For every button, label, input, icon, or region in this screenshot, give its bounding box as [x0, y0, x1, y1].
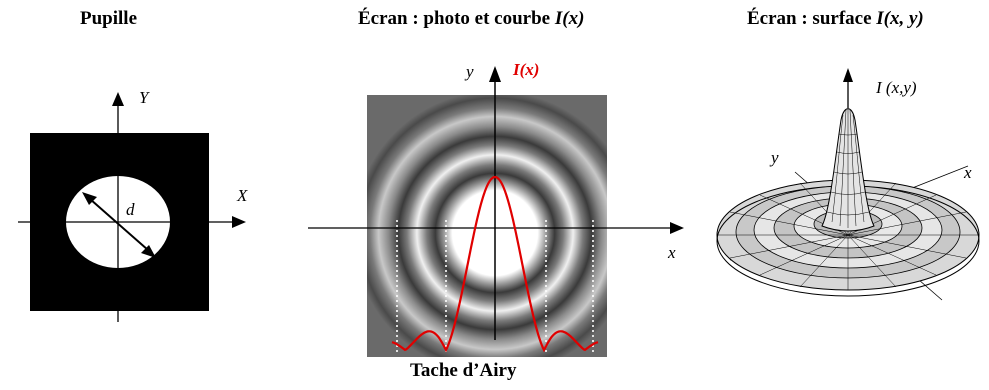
surface-z-arrowhead [843, 68, 853, 82]
pupil-diameter-line [89, 198, 149, 251]
screen-y-label: y [466, 62, 474, 81]
intensity-curve [391, 175, 599, 353]
screen-title-function: I(x) [554, 8, 585, 29]
airy-diagram [308, 66, 684, 357]
pupil-x-label: X [237, 186, 248, 205]
pupil-y-arrowhead [112, 92, 124, 106]
pupil-diameter-arrowhead-end [141, 245, 156, 258]
airy-surface [716, 68, 980, 301]
pupil-title: Pupille [80, 8, 138, 29]
screen-curve-label: I(x) [513, 60, 540, 79]
pupil-x-arrowhead [232, 216, 246, 228]
screen-x-label: x [668, 243, 676, 262]
pupil-diameter-arrowhead-start [82, 192, 97, 205]
surface-z-label: I (x,y) [876, 78, 917, 97]
screen-title-prefix: Écran : photo et courbe [358, 8, 551, 29]
screen-y-arrowhead [489, 66, 501, 82]
surface-x-label: x [964, 163, 972, 182]
surface-central-peak [821, 108, 875, 232]
surface-y-label: y [771, 148, 779, 167]
screen-panel [300, 50, 690, 360]
surface-title-prefix: Écran : surface [747, 8, 872, 29]
pupil-y-label: Y [139, 88, 149, 107]
airy-pattern [367, 95, 607, 357]
screen-x-arrowhead [670, 222, 684, 234]
pupil-diagram [18, 92, 246, 322]
pupil-panel [0, 0, 280, 340]
surface-title-function: I(x, y) [876, 8, 924, 29]
pupil-diameter-label: d [126, 200, 135, 219]
screen-title: Écran : photo et courbe I(x) [358, 8, 584, 30]
surface-title: Écran : surface I(x, y) [747, 8, 924, 30]
surface-panel [710, 60, 989, 330]
airy-caption: Tache d’Airy [410, 360, 517, 381]
